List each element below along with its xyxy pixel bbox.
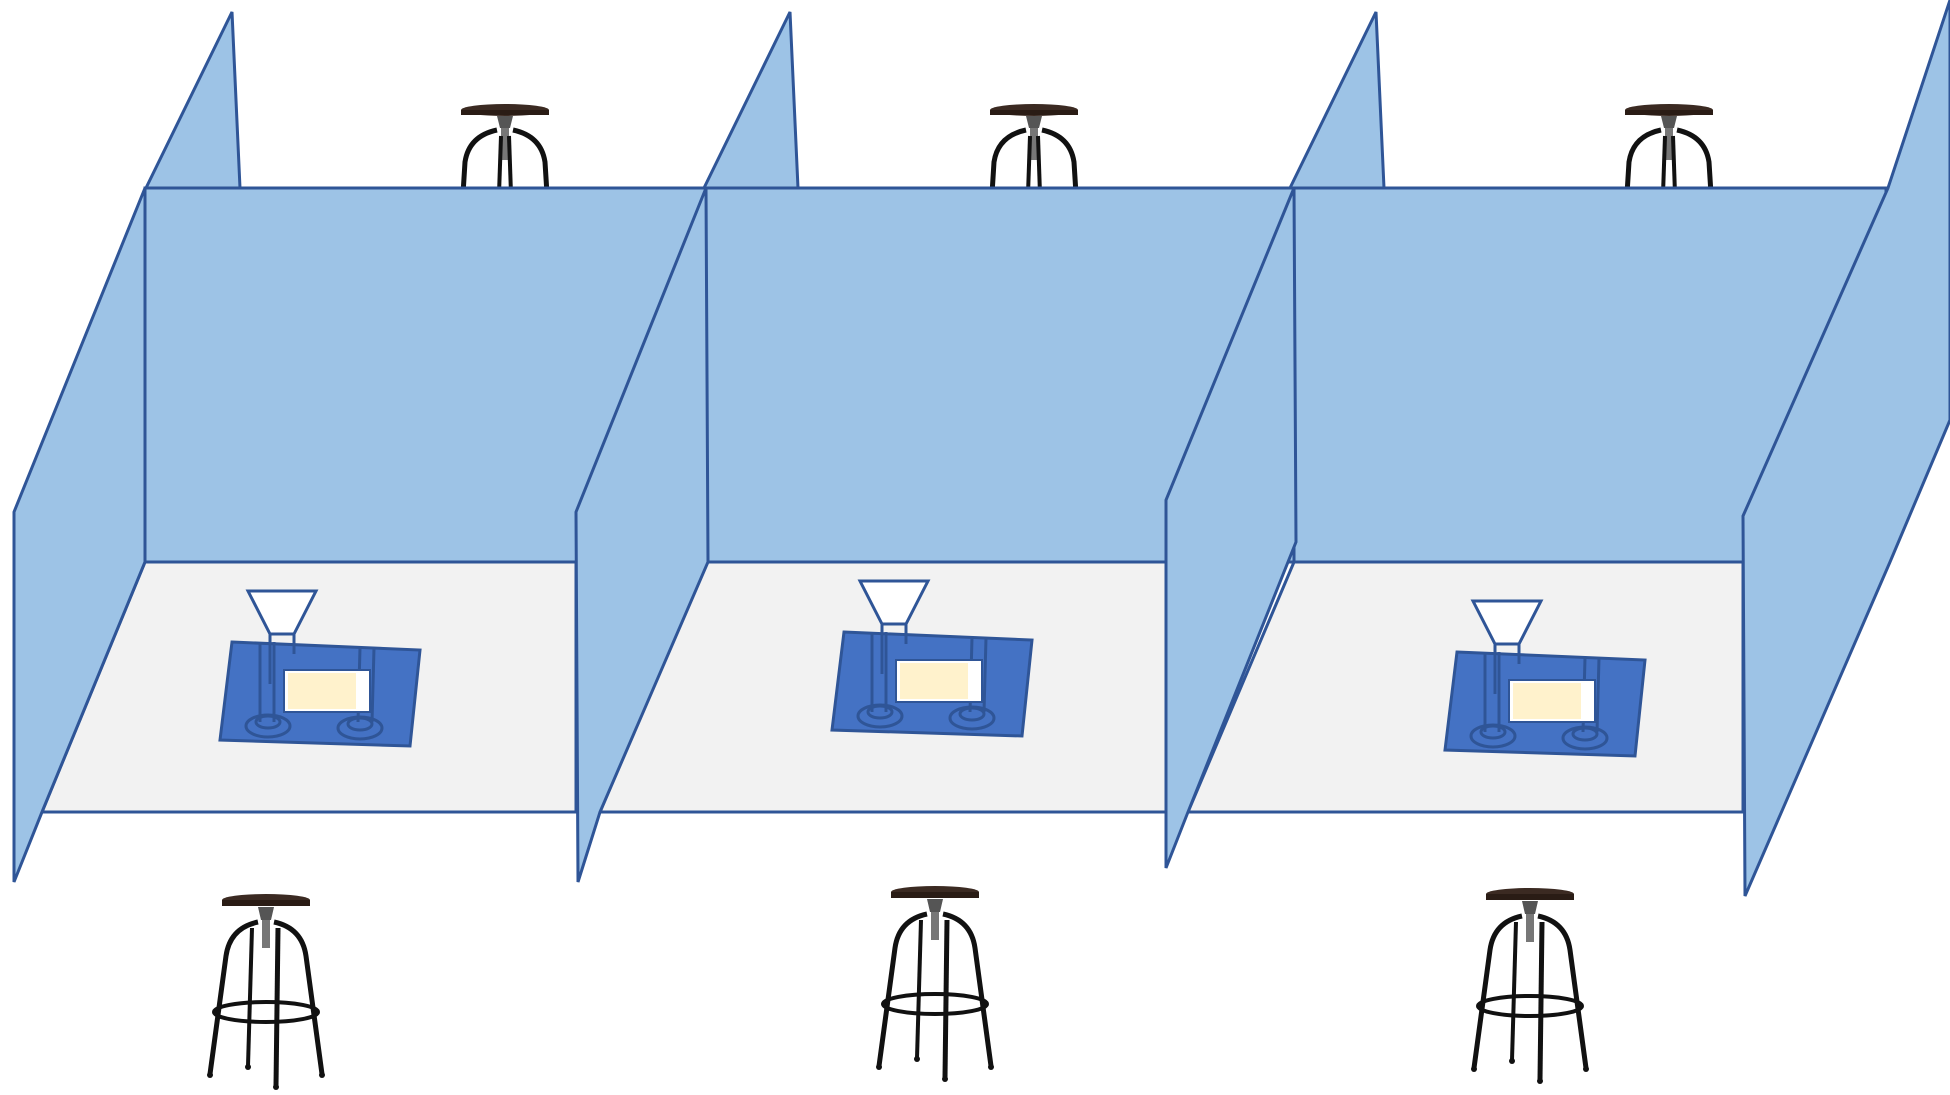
side-panel-4 xyxy=(1741,0,1950,897)
front-stool-1 xyxy=(207,894,325,1090)
back-stool-1 xyxy=(461,104,549,194)
side-panel-3 xyxy=(1164,187,1298,869)
back-stool-3 xyxy=(1625,104,1713,194)
front-stool-2 xyxy=(876,886,994,1082)
back-stool-2 xyxy=(990,104,1078,194)
back-fin-2 xyxy=(701,11,800,190)
side-panel-1 xyxy=(12,187,147,883)
side-panel-2 xyxy=(574,187,710,883)
back-fin-1 xyxy=(143,11,242,190)
front-stool-3 xyxy=(1471,888,1589,1084)
back-fin-3 xyxy=(1287,11,1386,190)
